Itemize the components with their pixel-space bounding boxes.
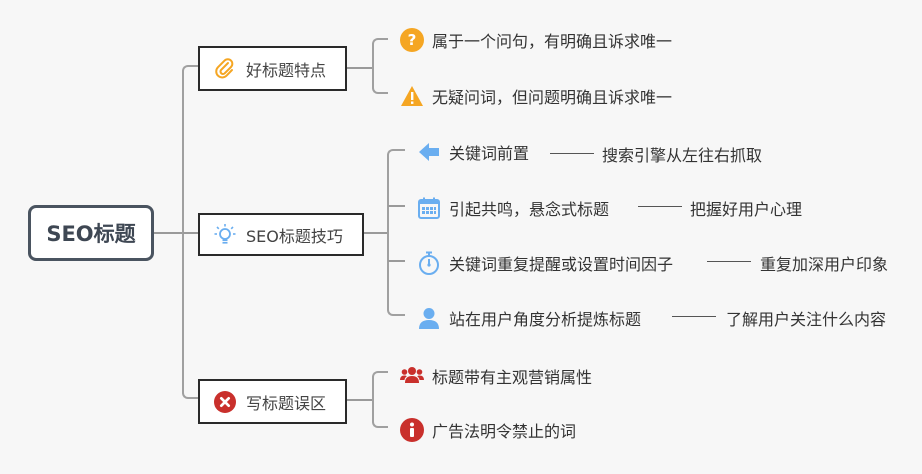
lightbulb-icon	[214, 223, 236, 246]
connector-note-3	[707, 261, 751, 262]
connector-root	[154, 232, 184, 234]
leaf-banned-words[interactable]: 广告法明令禁止的词	[400, 418, 576, 442]
leaf-label: 关键词重复提醒或设置时间因子	[449, 255, 674, 274]
connector-note-2	[638, 206, 682, 207]
root-node[interactable]: SEO标题	[28, 205, 154, 261]
leaf-keyword-repeat[interactable]: 关键词重复提醒或设置时间因子	[417, 251, 673, 275]
branch-title-mistakes[interactable]: 写标题误区	[198, 379, 347, 424]
leaf-label: 标题带有主观营销属性	[432, 368, 593, 387]
connector-b2-mid	[388, 205, 405, 207]
connector-b3-bracket	[372, 371, 388, 428]
close-circle-icon	[214, 390, 236, 413]
warning-icon	[400, 84, 424, 108]
leaf-keyword-front[interactable]: 关键词前置	[417, 140, 529, 164]
leaf-label: 广告法明令禁止的词	[432, 422, 577, 441]
connector-b1-bracket	[372, 38, 388, 94]
leaf-label: 站在用户角度分析提炼标题	[449, 310, 642, 329]
leaf-user-perspective[interactable]: 站在用户角度分析提炼标题	[417, 306, 641, 330]
svg-text:?: ?	[408, 31, 417, 49]
connector-note-1	[550, 153, 594, 154]
leaf-resonance[interactable]: 引起共鸣，悬念式标题	[417, 196, 609, 220]
paperclip-icon	[214, 57, 236, 80]
connector-branch-2	[183, 232, 200, 234]
info-icon	[400, 418, 424, 442]
calendar-icon	[417, 196, 441, 220]
leaf-question-sentence[interactable]: ? 属于一个问句，有明确且诉求唯一	[400, 28, 672, 52]
note-deepen-impression: 重复加深用户印象	[760, 255, 889, 274]
leaf-subjective-marketing[interactable]: 标题带有主观营销属性	[400, 364, 592, 388]
root-label: SEO标题	[46, 222, 136, 246]
stopwatch-icon	[417, 251, 441, 275]
connector-b1	[347, 67, 373, 69]
connector-note-4	[672, 316, 716, 317]
arrow-left-icon	[417, 140, 441, 164]
leaf-no-question-word[interactable]: 无疑问词，但问题明确且诉求唯一	[400, 84, 672, 108]
note-user-interest: 了解用户关注什么内容	[726, 310, 887, 329]
user-icon	[417, 306, 441, 330]
leaf-label: 引起共鸣，悬念式标题	[449, 200, 610, 219]
branch-label: 好标题特点	[246, 60, 327, 80]
note-search-engine: 搜索引擎从左往右抓取	[602, 146, 763, 165]
question-icon: ?	[400, 28, 424, 52]
connector-b2-bracket	[387, 149, 405, 316]
connector-b3	[347, 399, 373, 401]
connector-b2	[364, 232, 389, 234]
branch-good-title[interactable]: 好标题特点	[198, 46, 347, 91]
note-user-psychology: 把握好用户心理	[690, 200, 803, 219]
leaf-label: 无疑问词，但问题明确且诉求唯一	[432, 88, 673, 107]
leaf-label: 属于一个问句，有明确且诉求唯一	[432, 32, 673, 51]
branch-label: SEO标题技巧	[246, 226, 343, 246]
branch-label: 写标题误区	[246, 393, 327, 413]
leaf-label: 关键词前置	[449, 144, 530, 163]
group-icon	[400, 364, 424, 388]
branch-seo-tips[interactable]: SEO标题技巧	[198, 213, 364, 256]
connector-b2-mid2	[388, 260, 405, 262]
